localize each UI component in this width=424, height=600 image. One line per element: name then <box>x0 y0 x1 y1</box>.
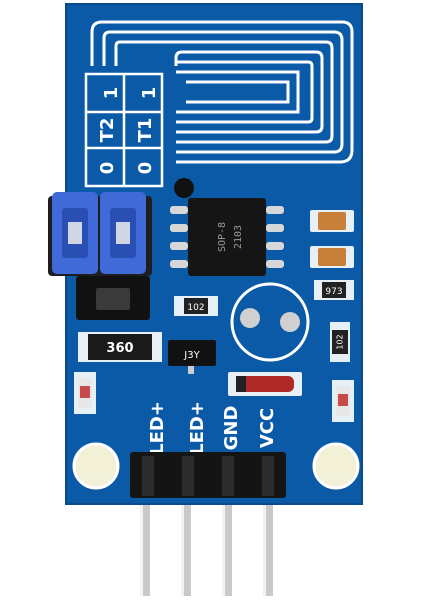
pin-label-vcc: VCC <box>257 408 278 448</box>
svg-text:J3Y: J3Y <box>183 350 200 361</box>
jumper-table <box>84 72 164 188</box>
resistor-360-label: 360 <box>106 341 133 356</box>
jumper-label-t2-1: 1 <box>101 87 122 100</box>
jumper-label-t2-0: 0 <box>97 162 118 175</box>
ic-chip: SOP-8 2103 <box>170 178 284 276</box>
ic-marking-line-2: 2103 <box>233 225 244 249</box>
jumper-label-t1: T1 <box>135 118 156 143</box>
capacitor-2 <box>310 246 354 268</box>
jumper-label-t2: T2 <box>97 118 118 143</box>
led-right <box>332 380 354 422</box>
capacitor-1 <box>310 210 354 232</box>
svg-text:973: 973 <box>325 287 342 297</box>
jumper-caps <box>48 192 152 276</box>
ic-marking-line-1: SOP-8 <box>217 222 228 252</box>
pin-label-gnd: GND <box>221 406 242 451</box>
mounting-holes <box>72 442 360 490</box>
svg-text:102: 102 <box>187 303 204 313</box>
header-pins <box>140 490 273 596</box>
jumper-label-t1-1: 1 <box>139 87 160 100</box>
jumper-label-t1-0: 0 <box>135 162 156 175</box>
resistor-360: 360 <box>78 332 162 362</box>
round-pad <box>230 282 310 362</box>
transistor-block <box>76 276 150 320</box>
touch-pad <box>90 20 354 164</box>
svg-text:102: 102 <box>336 334 345 349</box>
header-connector <box>130 452 286 498</box>
resistor-side: 102 <box>330 322 350 362</box>
pin-label-led-plus-1: LED+ <box>147 401 168 455</box>
led-left <box>74 372 96 414</box>
resistor-102-center: 102 <box>174 296 218 316</box>
transistor-j3y: J3Y <box>168 340 216 374</box>
pin-label-led-plus-2: LED+ <box>187 401 208 455</box>
resistor-973: 973 <box>314 280 354 300</box>
diode <box>228 372 302 396</box>
